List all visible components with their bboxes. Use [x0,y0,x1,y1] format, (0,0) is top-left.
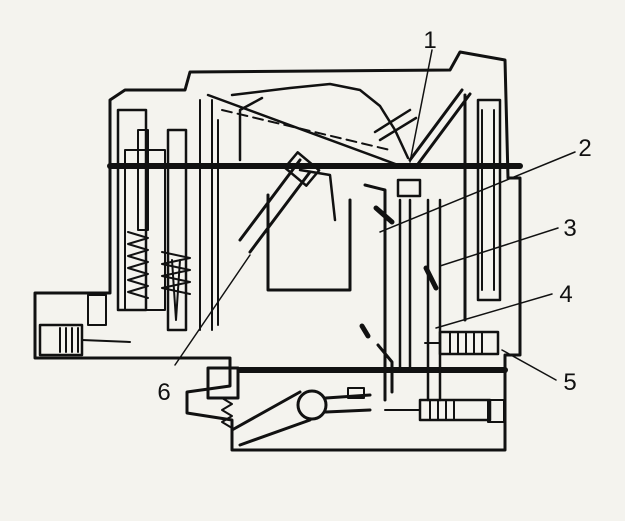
lower-screw-cap [487,399,505,423]
callout-4: 4 [559,281,572,308]
lower-screw-thread [429,399,455,421]
idle-screw-thread [59,327,79,353]
throttle-pin [359,323,371,339]
idle-screw-head [87,294,107,326]
idle-needle [81,339,131,343]
throttle-stop-spring [221,397,233,429]
float-chamber-wall [363,93,467,402]
pump-housing [124,149,166,311]
feed-tube-nozzle [283,151,321,187]
vent-tube-dashed [221,109,391,151]
pump-plunger [137,129,149,231]
callout-2: 2 [578,135,591,162]
leader-line-2 [379,151,576,233]
lever-tab [347,387,365,399]
leader-line-1 [409,49,433,163]
callout-6: 6 [157,379,170,406]
callout-1: 1 [423,27,436,54]
leader-line-6 [174,254,251,366]
leader-line-3 [439,227,559,267]
pump-spring [127,231,149,299]
jet-spring [161,251,191,295]
throttle-valve-mark [423,265,439,291]
callout-3: 3 [563,215,576,242]
float-column-inner [481,109,495,291]
leader-line-4 [435,293,553,329]
choke-flap [373,205,395,225]
throttle-plate [376,343,394,394]
center-tube-left [398,198,412,372]
throttle-shaft [296,389,328,421]
float-needle-seat [396,178,422,198]
venturi-left-wall [266,193,352,292]
throttle-lever [230,390,372,447]
leader-line-5 [501,349,557,381]
main-jet-well [166,128,188,332]
top-vent-arm [408,88,472,166]
center-tube-right [426,198,442,402]
mixture-screw-thread [449,331,483,355]
top-screw [373,108,418,142]
air-horn-cap [238,96,264,162]
callout-5: 5 [563,369,576,396]
float-bowl-column [476,98,502,302]
